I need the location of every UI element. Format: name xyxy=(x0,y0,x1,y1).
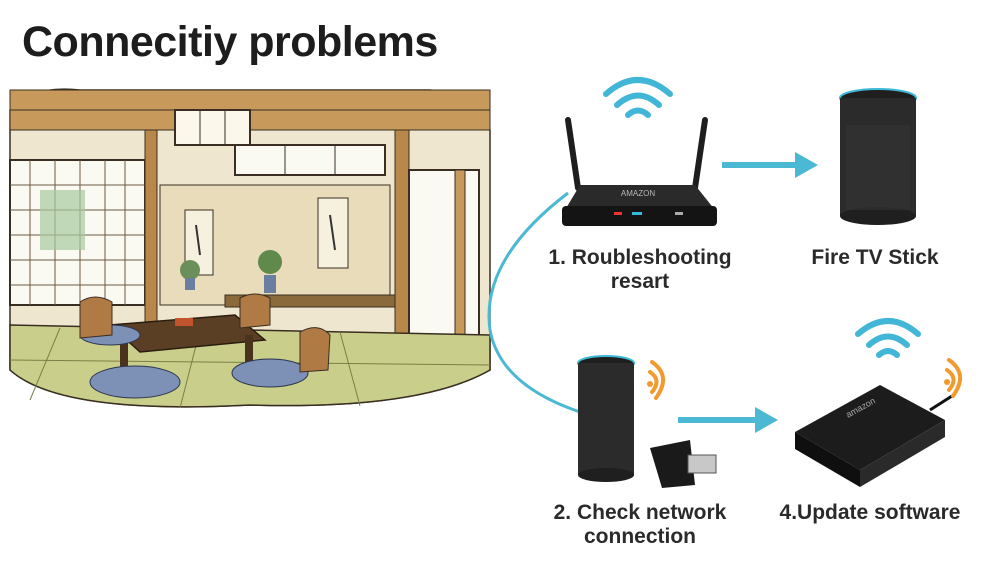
router-icon: AMAZON xyxy=(562,117,717,226)
room-illustration xyxy=(9,88,491,409)
page-title: Connecitiy problems xyxy=(22,18,438,66)
echo-speaker-icon xyxy=(577,355,635,482)
wifi-icon xyxy=(944,358,962,398)
step-network-label: 2. Check network connection xyxy=(535,501,745,549)
step-network-line1: 2. Check network xyxy=(553,501,727,524)
step-update-label: 4.Update software xyxy=(779,501,961,524)
step-router-line1: 1. Roubleshooting xyxy=(548,246,732,269)
arrow-icon xyxy=(678,407,778,433)
step-router-line2: resart xyxy=(610,270,670,293)
fire-tv-stick-icon xyxy=(650,440,717,488)
echo-speaker-icon xyxy=(839,88,917,225)
streaming-box-icon: amazon xyxy=(795,385,953,487)
step-router-label: 1. Roubleshooting resart xyxy=(535,246,745,294)
step-fire-label: Fire TV Stick xyxy=(811,246,939,269)
step-network-line2: connection xyxy=(583,525,696,548)
arrow-icon xyxy=(722,152,818,178)
wifi-icon xyxy=(603,77,673,118)
wifi-icon xyxy=(647,360,665,400)
connection-curve xyxy=(487,191,581,414)
router-brand-text: AMAZON xyxy=(621,189,655,198)
wifi-icon xyxy=(855,318,921,358)
